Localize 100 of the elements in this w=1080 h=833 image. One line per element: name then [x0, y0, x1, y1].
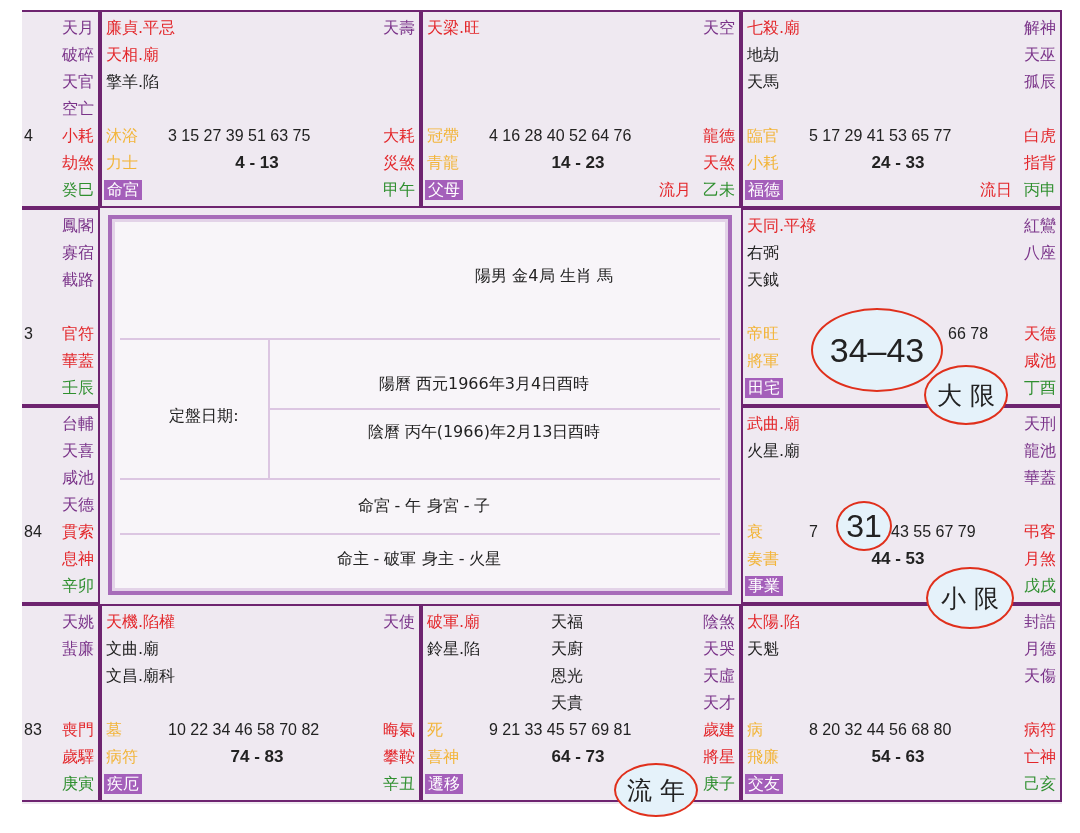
star-name: 己亥	[1024, 774, 1056, 794]
star-name: 鳳閣	[62, 216, 94, 236]
star-name: 天壽	[383, 18, 415, 38]
star-name: 文曲.廟	[106, 639, 160, 659]
age-numbers: 83	[24, 720, 42, 740]
star-name: 天同.平祿	[747, 216, 817, 236]
callout-text: 31	[846, 508, 882, 544]
star-name: 天德	[1024, 324, 1056, 344]
star-name: 天空	[703, 18, 735, 38]
star-name: 地劫	[747, 45, 779, 65]
star-name: 災煞	[383, 153, 415, 173]
palace-cell	[100, 604, 421, 802]
star-name: 息神	[62, 549, 94, 569]
palace-cell	[22, 406, 100, 604]
star-name: 空亡	[62, 99, 94, 119]
star-name: 天鉞	[747, 270, 779, 290]
star-name: 火星.廟	[747, 441, 801, 461]
star-name: 月德	[1024, 639, 1056, 659]
star-name: 臨官	[747, 126, 779, 146]
star-name: 白虎	[1024, 126, 1056, 146]
star-name: 指背	[1024, 153, 1056, 173]
star-name: 天巫	[1024, 45, 1056, 65]
star-name: 八座	[1024, 243, 1056, 263]
star-name: 天機.陷權	[106, 612, 176, 632]
chart-info-text: 陽男 金4局 生肖 馬	[475, 266, 613, 286]
palace-cell	[741, 10, 1062, 208]
star-name: 恩光	[551, 666, 583, 686]
star-name: 喪門	[62, 720, 94, 740]
star-name: 病	[747, 720, 763, 740]
star-name: 天哭	[703, 639, 735, 659]
star-name: 華蓋	[1024, 468, 1056, 488]
star-name: 寡宿	[62, 243, 94, 263]
callout-text: 34–43	[829, 331, 925, 369]
star-name: 天福	[551, 612, 583, 632]
star-name: 庚寅	[62, 774, 94, 794]
palace-cell	[22, 604, 100, 802]
star-name: 武曲.廟	[747, 414, 801, 434]
callout-text: 大限	[937, 380, 1003, 410]
star-name: 大耗	[383, 126, 415, 146]
palace-label: 父母	[425, 180, 463, 200]
age-range: 24 - 33	[871, 153, 925, 173]
star-name: 天煞	[703, 153, 735, 173]
palace-label: 疾厄	[104, 774, 142, 794]
flow-label: 流日	[980, 180, 1012, 200]
star-name: 丙申	[1024, 180, 1056, 200]
age-numbers: 3	[24, 324, 33, 344]
star-name: 天使	[383, 612, 415, 632]
star-name: 歲驛	[62, 747, 94, 767]
star-name: 將星	[703, 747, 735, 767]
star-name: 天才	[703, 693, 735, 713]
star-name: 紅鸞	[1024, 216, 1056, 236]
star-name: 冠帶	[427, 126, 459, 146]
star-name: 太陽.陷	[747, 612, 801, 632]
star-name: 七殺.廟	[747, 18, 801, 38]
star-name: 歲建	[703, 720, 735, 740]
star-name: 癸巳	[62, 180, 94, 200]
star-name: 喜神	[427, 747, 459, 767]
star-name: 天刑	[1024, 414, 1056, 434]
star-name: 天魁	[747, 639, 779, 659]
star-name: 貫索	[62, 522, 94, 542]
star-name: 病符	[106, 747, 138, 767]
age-range: 44 - 53	[871, 549, 925, 569]
star-name: 龍池	[1024, 441, 1056, 461]
star-name: 天月	[62, 18, 94, 38]
flow-label: 流月	[659, 180, 691, 200]
age-numbers: 7	[809, 522, 818, 542]
star-name: 死	[427, 720, 443, 740]
star-name: 破碎	[62, 45, 94, 65]
star-name: 丁酉	[1024, 378, 1056, 398]
star-name: 官符	[62, 324, 94, 344]
age-range: 74 - 83	[230, 747, 284, 767]
star-name: 蜚廉	[62, 639, 94, 659]
star-name: 小耗	[747, 153, 779, 173]
palace-cell	[100, 10, 421, 208]
star-name: 辛卯	[62, 576, 94, 596]
age-numbers: 43 55 67 79	[891, 522, 976, 542]
age-range: 54 - 63	[871, 747, 925, 767]
star-name: 將軍	[747, 351, 779, 371]
star-name: 陰煞	[703, 612, 735, 632]
star-name: 劫煞	[62, 153, 94, 173]
star-name: 弔客	[1024, 522, 1056, 542]
star-name: 天傷	[1024, 666, 1056, 686]
star-name: 奏書	[747, 549, 779, 569]
star-name: 龍德	[703, 126, 735, 146]
star-name: 破軍.廟	[427, 612, 481, 632]
callout-text: 流年	[627, 775, 693, 805]
star-name: 小耗	[62, 126, 94, 146]
star-name: 天喜	[62, 441, 94, 461]
star-name: 辛丑	[383, 774, 415, 794]
age-numbers: 84	[24, 522, 42, 542]
palace-label: 交友	[745, 774, 783, 794]
age-numbers: 5 17 29 41 53 65 77	[809, 126, 952, 146]
star-name: 截路	[62, 270, 94, 290]
chart-info-text: 命宮 - 午 身宮 - 子	[357, 496, 491, 516]
star-name: 擎羊.陷	[106, 72, 160, 92]
star-name: 青龍	[427, 153, 459, 173]
palace-label: 遷移	[425, 774, 463, 794]
star-name: 亡神	[1024, 747, 1056, 767]
star-name: 帝旺	[747, 324, 779, 344]
age-numbers: 9 21 33 45 57 69 81	[489, 720, 632, 740]
